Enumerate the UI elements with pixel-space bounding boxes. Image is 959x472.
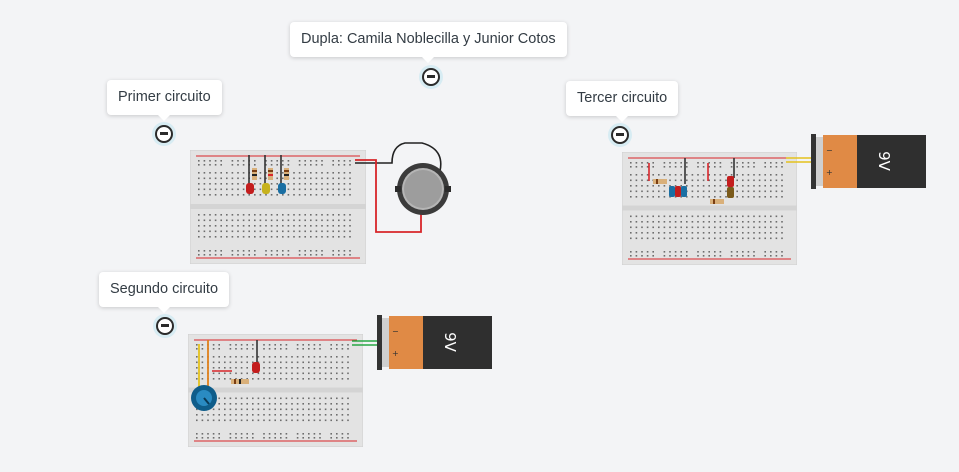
led-blue-third-2[interactable] <box>681 186 687 197</box>
note-first-circuit[interactable]: Primer circuito <box>107 80 222 121</box>
collapse-note-second-icon[interactable] <box>153 314 177 338</box>
battery-9v-label-second: 9V <box>441 332 459 352</box>
led-red[interactable] <box>246 183 254 194</box>
led-blue[interactable] <box>278 183 286 194</box>
breadboard-third[interactable] <box>622 152 797 265</box>
led-blue-third-1[interactable] <box>669 186 675 197</box>
led-red-third-1[interactable] <box>675 186 681 197</box>
led-yellow[interactable] <box>262 183 270 194</box>
note-second-circuit[interactable]: Segundo circuito <box>99 272 230 313</box>
battery-9v-second-graphic: − + <box>377 315 492 370</box>
battery-9v-label-third: 9V <box>875 151 893 171</box>
svg-text:−: − <box>392 327 399 336</box>
collapse-note-title-icon[interactable] <box>419 65 443 89</box>
coin-cell-battery[interactable] <box>395 163 451 215</box>
note-third-circuit[interactable]: Tercer circuito <box>566 81 679 122</box>
svg-text:+: + <box>392 349 399 358</box>
breadboard-second-graphic <box>188 334 363 447</box>
breadboard-third-graphic <box>622 152 797 265</box>
battery-9v-second[interactable]: − + 9V <box>377 315 492 370</box>
battery-9v-third[interactable]: − + 9V <box>811 134 926 189</box>
led-red-second[interactable] <box>252 362 260 373</box>
led-yellow-third[interactable] <box>727 187 734 198</box>
collapse-note-third-icon[interactable] <box>608 123 632 147</box>
collapse-note-first-icon[interactable] <box>152 122 176 146</box>
potentiometer[interactable] <box>191 385 217 411</box>
breadboard-first[interactable] <box>190 150 366 264</box>
breadboard-second[interactable] <box>188 334 363 447</box>
breadboard-first-graphic <box>190 150 366 264</box>
svg-text:−: − <box>826 146 833 155</box>
battery-9v-third-graphic: − + <box>811 134 926 189</box>
svg-text:+: + <box>826 168 833 177</box>
note-title[interactable]: Dupla: Camila Noblecilla y Junior Cotos <box>290 22 567 63</box>
led-red-third-2[interactable] <box>727 176 734 187</box>
